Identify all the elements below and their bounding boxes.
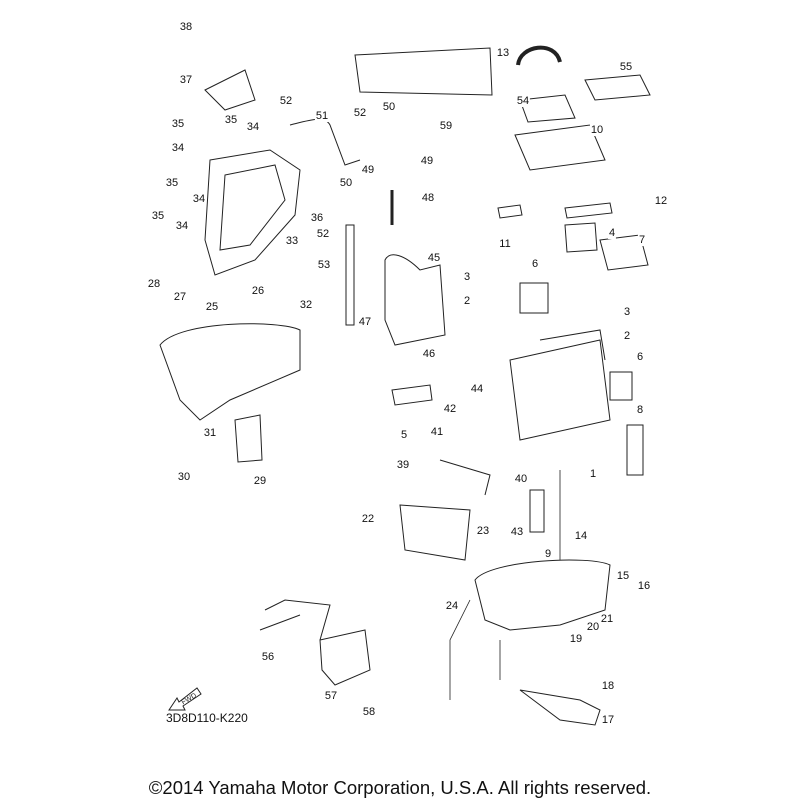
part-callout[interactable]: 52 bbox=[352, 107, 368, 119]
part-callout[interactable]: 35 bbox=[223, 114, 239, 126]
fwd-label: FWD bbox=[181, 692, 198, 706]
copyright-notice: ©2014 Yamaha Motor Corporation, U.S.A. A… bbox=[148, 777, 652, 798]
part-callout[interactable]: 56 bbox=[260, 651, 276, 663]
part-53-pipe bbox=[345, 224, 355, 326]
part-callout[interactable]: 34 bbox=[170, 142, 186, 154]
part-22-bracket bbox=[399, 504, 471, 561]
part-14-side-cover bbox=[474, 559, 611, 631]
part-callout[interactable]: 21 bbox=[599, 613, 615, 625]
part-callout[interactable]: 19 bbox=[568, 633, 584, 645]
part-callout[interactable]: 47 bbox=[357, 316, 373, 328]
fwd-arrow-icon: FWD bbox=[167, 684, 203, 717]
part-callout[interactable]: 54 bbox=[515, 95, 531, 107]
diagram-code: 3D8D110-K220 bbox=[166, 711, 248, 725]
part-callout[interactable]: 52 bbox=[315, 228, 331, 240]
part-callout[interactable]: 25 bbox=[204, 301, 220, 313]
part-33-cover bbox=[204, 149, 301, 276]
part-callout[interactable]: 3 bbox=[462, 271, 472, 283]
part-callout[interactable]: 26 bbox=[250, 285, 266, 297]
part-callout[interactable]: 31 bbox=[202, 427, 218, 439]
part-callout[interactable]: 40 bbox=[513, 473, 529, 485]
part-callout[interactable]: 22 bbox=[360, 513, 376, 525]
part-callout[interactable]: 30 bbox=[176, 471, 192, 483]
part-callout[interactable]: 17 bbox=[600, 714, 616, 726]
part-callout[interactable]: 42 bbox=[442, 403, 458, 415]
part-callout[interactable]: 34 bbox=[191, 193, 207, 205]
part-callout[interactable]: 15 bbox=[615, 570, 631, 582]
part-9 bbox=[529, 489, 545, 533]
part-45-tank bbox=[384, 254, 446, 346]
part-callout[interactable]: 35 bbox=[150, 210, 166, 222]
part-57-cover bbox=[319, 629, 371, 686]
part-callout[interactable]: 43 bbox=[509, 526, 525, 538]
part-callout[interactable]: 11 bbox=[498, 238, 512, 250]
part-callout[interactable]: 37 bbox=[178, 74, 194, 86]
part-callout[interactable]: 48 bbox=[420, 192, 436, 204]
part-55 bbox=[584, 74, 651, 101]
part-callout[interactable]: 58 bbox=[361, 706, 377, 718]
part-callout[interactable]: 34 bbox=[245, 121, 261, 133]
part-callout[interactable]: 4 bbox=[607, 227, 617, 239]
part-callout[interactable]: 2 bbox=[462, 295, 472, 307]
part-37-bracket bbox=[204, 69, 256, 111]
part-callout[interactable]: 7 bbox=[637, 234, 647, 246]
part-callout[interactable]: 44 bbox=[469, 383, 485, 395]
part-callout[interactable]: 9 bbox=[543, 548, 553, 560]
part-callout[interactable]: 49 bbox=[419, 155, 435, 167]
part-callout[interactable]: 35 bbox=[164, 177, 180, 189]
part-callout[interactable]: 18 bbox=[600, 680, 616, 692]
part-callout[interactable]: 59 bbox=[438, 120, 454, 132]
part-callout[interactable]: 45 bbox=[426, 252, 442, 264]
part-6-pad bbox=[519, 282, 549, 314]
part-25-cover bbox=[159, 323, 301, 421]
part-callout[interactable]: 50 bbox=[338, 177, 354, 189]
part-callout[interactable]: 6 bbox=[635, 351, 645, 363]
part-callout[interactable]: 29 bbox=[252, 475, 268, 487]
part-callout[interactable]: 50 bbox=[381, 101, 397, 113]
part-13-handle bbox=[516, 45, 562, 66]
part-callout[interactable]: 20 bbox=[585, 621, 601, 633]
part-callout[interactable]: 10 bbox=[589, 124, 605, 136]
part-callout[interactable]: 1 bbox=[588, 468, 598, 480]
part-callout[interactable]: 14 bbox=[573, 530, 589, 542]
part-10-tray bbox=[514, 124, 606, 171]
part-callout[interactable]: 52 bbox=[278, 95, 294, 107]
part-callout[interactable]: 32 bbox=[298, 299, 314, 311]
part-callout[interactable]: 5 bbox=[399, 429, 409, 441]
part-callout[interactable]: 27 bbox=[172, 291, 188, 303]
part-callout[interactable]: 41 bbox=[429, 426, 445, 438]
part-callout[interactable]: 34 bbox=[174, 220, 190, 232]
part-callout[interactable]: 38 bbox=[178, 21, 194, 33]
part-callout[interactable]: 53 bbox=[316, 259, 332, 271]
part-callout[interactable]: 33 bbox=[284, 235, 300, 247]
part-callout[interactable]: 6 bbox=[530, 258, 540, 270]
part-59-pad bbox=[354, 47, 493, 96]
part-callout[interactable]: 46 bbox=[421, 348, 437, 360]
part-17-latch bbox=[519, 689, 601, 726]
part-callout[interactable]: 16 bbox=[636, 580, 652, 592]
part-callout[interactable]: 2 bbox=[622, 330, 632, 342]
part-54 bbox=[519, 94, 576, 123]
part-callout[interactable]: 57 bbox=[323, 690, 339, 702]
part-callout[interactable]: 36 bbox=[309, 212, 325, 224]
part-callout[interactable]: 12 bbox=[653, 195, 669, 207]
part-callout[interactable]: 51 bbox=[314, 110, 330, 122]
part-7 bbox=[599, 234, 649, 271]
part-callout[interactable]: 49 bbox=[360, 164, 376, 176]
part-callout[interactable]: 28 bbox=[146, 278, 162, 290]
part-callout[interactable]: 24 bbox=[444, 600, 460, 612]
part-56-bracket bbox=[259, 599, 331, 641]
part-callout[interactable]: 3 bbox=[622, 306, 632, 318]
part-callout[interactable]: 35 bbox=[170, 118, 186, 130]
part-1-battery-box bbox=[509, 339, 611, 441]
part-callout[interactable]: 8 bbox=[635, 404, 645, 416]
part-callout[interactable]: 55 bbox=[618, 61, 634, 73]
part-8 bbox=[626, 424, 644, 476]
part-51-hose bbox=[289, 118, 361, 166]
part-callout[interactable]: 39 bbox=[395, 459, 411, 471]
part-29-bracket bbox=[234, 414, 263, 463]
part-callout[interactable]: 23 bbox=[475, 525, 491, 537]
part-callout[interactable]: 13 bbox=[495, 47, 511, 59]
